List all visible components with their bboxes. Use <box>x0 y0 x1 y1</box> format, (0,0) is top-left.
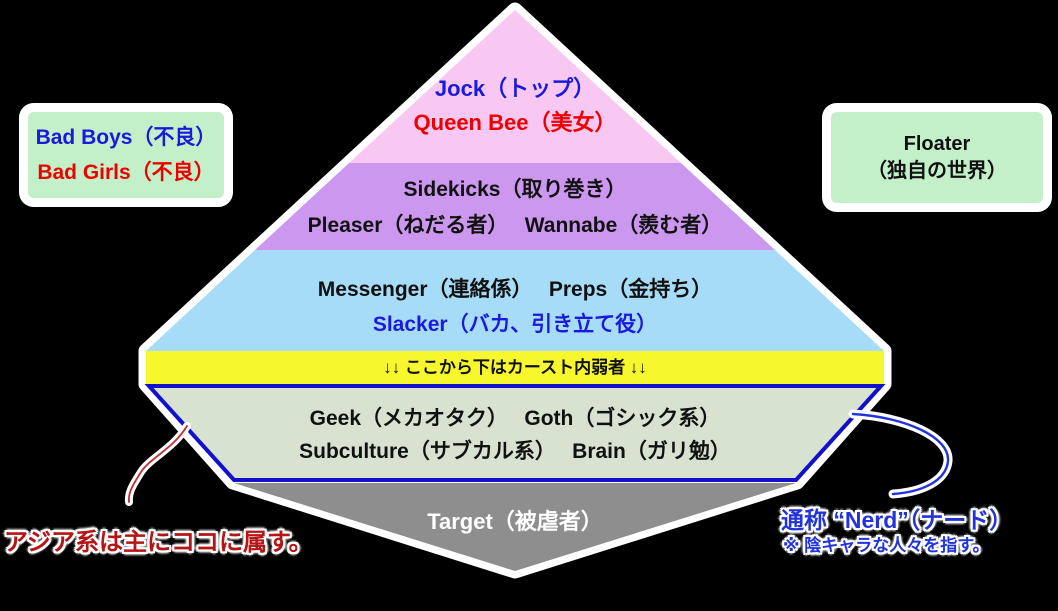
layer-top-line-queenbee: Queen Bee（美女） <box>413 110 617 135</box>
asia-note: アジア系は主にココに属す。 <box>4 529 313 556</box>
blue-callout-curve <box>848 409 953 499</box>
nerd-note-title: 通称 “Nerd”（ナード） <box>781 507 1013 533</box>
layer-middle-line-1: Messenger（連絡係） Preps（金持ち） <box>317 278 713 301</box>
floater-label: Floater <box>903 132 971 155</box>
red-callout-curve <box>124 422 191 506</box>
layer-bottom-label-target: Target（被虐者） <box>427 509 603 534</box>
layer-middle-shape <box>146 250 884 351</box>
layer-bottom-shape <box>234 483 796 571</box>
layer-top-shape <box>349 10 681 163</box>
layer-lower-shape <box>144 384 886 482</box>
layer-middle-line-slacker: Slacker（バカ、引き立て役） <box>372 313 658 336</box>
layer-sidekicks-shape <box>255 163 775 250</box>
nerd-note-sub: ※ 陰キャラな人々を指す。 <box>783 536 990 555</box>
bad-boys-girls-box: Bad Boys（不良） Bad Girls（不良） <box>28 112 224 198</box>
layer-sidekicks-line-1: Sidekicks（取り巻き） <box>403 178 627 201</box>
floater-label-sub: （独自の世界） <box>867 159 1007 182</box>
bad-boys-label: Bad Boys（不良） <box>35 126 217 149</box>
layer-divider-label: ↓↓ ここから下はカースト内弱者 ↓↓ <box>383 358 647 377</box>
floater-box: Floater （独自の世界） <box>831 112 1043 203</box>
layer-top-line-jock: Jock（トップ） <box>434 76 596 101</box>
layer-lower-line-2: Subculture（サブカル系） Brain（ガリ勉） <box>299 440 731 463</box>
bad-girls-label: Bad Girls（不良） <box>37 161 215 184</box>
layer-sidekicks-line-2: Pleaser（ねだる者） Wannabe（羨む者） <box>307 214 723 237</box>
layer-lower-line-1: Geek（メカオタク） Goth（ゴシック系） <box>309 407 721 430</box>
layer-divider-shape <box>146 351 884 384</box>
